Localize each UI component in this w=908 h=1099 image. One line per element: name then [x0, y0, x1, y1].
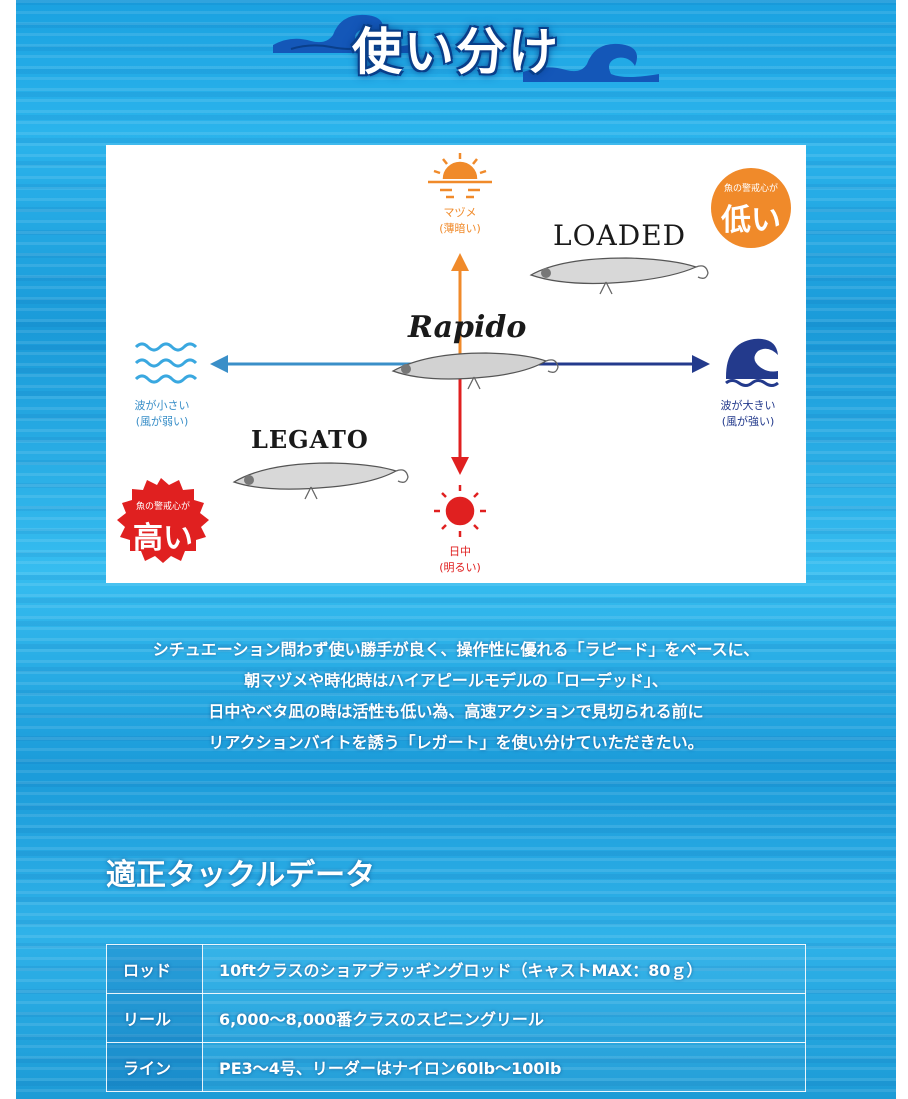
- big-wave-icon: [725, 338, 779, 387]
- tackle-table: ロッド 10ftクラスのショアプラッギングロッド（キャストMAX：80ｇ） リー…: [106, 944, 806, 1092]
- label-top-main: マヅメ: [443, 206, 477, 219]
- label-right-sub: (風が強い): [721, 415, 775, 428]
- badge-low-text: 低い: [721, 203, 781, 238]
- description-line: シチュエーション問わず使い勝手が良く、操作性に優れる「ラピード」をベースに、: [152, 640, 760, 659]
- description-line: リアクションバイトを誘う「レガート」を使い分けていただきたい。: [208, 733, 704, 752]
- label-left-sub: (風が弱い): [135, 415, 189, 428]
- arrow-up-icon: [451, 253, 469, 271]
- arrow-left-icon: [210, 355, 228, 373]
- tackle-key-reel: リール: [106, 993, 203, 1043]
- tackle-key-rod: ロッド: [106, 944, 203, 994]
- description-line: 日中やベタ凪の時は活性も低い為、高速アクションで見切られる前に: [208, 702, 704, 721]
- label-right-main: 波が大きい: [720, 399, 776, 412]
- table-row: リール 6,000～8,000番クラスのスピニングリール: [106, 993, 806, 1043]
- arrow-right-icon: [692, 355, 710, 373]
- tackle-value-rod: 10ftクラスのショアプラッギングロッド（キャストMAX：80ｇ）: [202, 944, 806, 994]
- lure-loaded: [529, 257, 709, 295]
- label-left-main: 波が小さい: [134, 399, 190, 412]
- section-header: 使い分け: [16, 0, 896, 95]
- lure-rapido: [391, 352, 559, 390]
- page-title: 使い分け: [352, 23, 560, 81]
- label-bottom-main: 日中: [449, 545, 471, 558]
- table-row: ライン PE3～4号、リーダーはナイロン60lb～100lb: [106, 1042, 806, 1092]
- label-top: マヅメ (薄暗い): [420, 205, 500, 237]
- description-line: 朝マヅメや時化時はハイアピールモデルの「ローデッド」、: [244, 671, 668, 690]
- lure-legato: [232, 462, 409, 500]
- label-bottom-sub: (明るい): [439, 561, 481, 574]
- tackle-key-line: ライン: [106, 1042, 203, 1092]
- table-row: ロッド 10ftクラスのショアプラッギングロッド（キャストMAX：80ｇ）: [106, 944, 806, 994]
- badge-low-caption: 魚の警戒心が: [723, 184, 778, 194]
- brand-legato: LEGATO: [251, 425, 369, 454]
- label-left: 波が小さい (風が弱い): [122, 398, 202, 430]
- usage-diagram: マヅメ (薄暗い) 日中 (明るい) 波が小さい (風が弱い) 波が大きい (風…: [106, 145, 806, 583]
- brand-rapido: Rapido: [408, 310, 527, 345]
- badge-high-caption: 魚の警戒心が: [135, 502, 190, 512]
- label-bottom: 日中 (明るい): [420, 544, 500, 576]
- badge-high-starburst: [117, 478, 209, 563]
- wave-right-icon: [523, 43, 659, 82]
- small-waves-icon: [134, 342, 198, 384]
- label-right: 波が大きい (風が強い): [708, 398, 788, 430]
- badge-high-text: 高い: [133, 521, 193, 556]
- wave-left-icon: [273, 14, 409, 53]
- arrow-down-icon: [451, 457, 469, 475]
- label-top-sub: (薄暗い): [439, 222, 481, 235]
- sunset-icon: [428, 153, 492, 199]
- diagram-graphics: [117, 153, 791, 563]
- description: シチュエーション問わず使い勝手が良く、操作性に優れる「ラピード」をベースに、 朝…: [16, 634, 896, 758]
- badge-low-circle: [711, 168, 791, 248]
- page-background: 使い分け: [16, 0, 896, 1099]
- sun-icon: [434, 485, 486, 537]
- tackle-section-title: 適正タックルデータ: [106, 858, 376, 893]
- brand-loaded: LOADED: [553, 219, 687, 252]
- tackle-value-line: PE3～4号、リーダーはナイロン60lb～100lb: [202, 1042, 806, 1092]
- tackle-value-reel: 6,000～8,000番クラスのスピニングリール: [202, 993, 806, 1043]
